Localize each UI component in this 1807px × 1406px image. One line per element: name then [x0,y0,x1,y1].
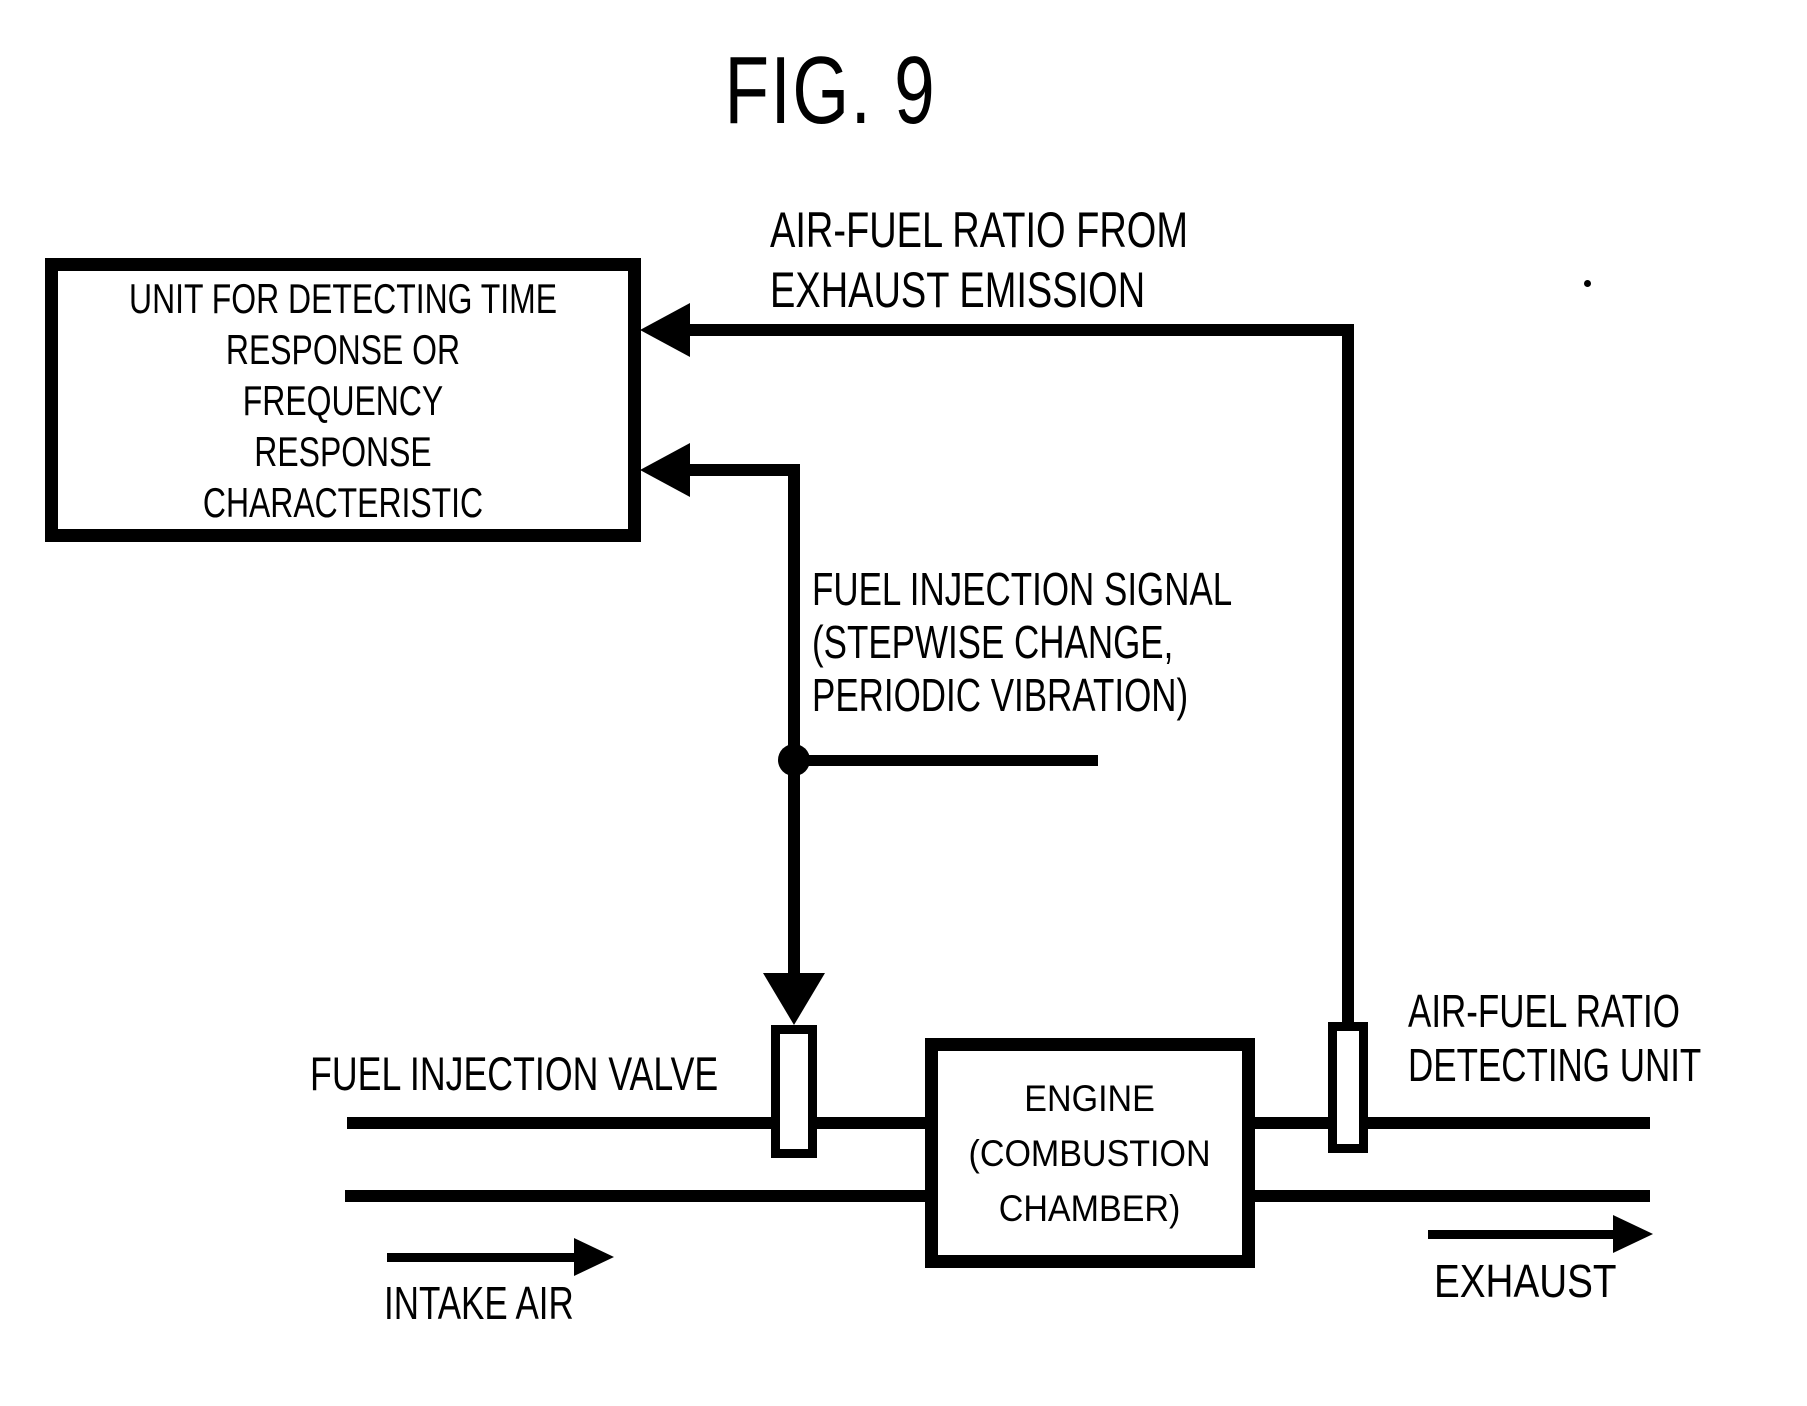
exhaust-arrowhead-icon [1613,1215,1653,1253]
engine-box-text: ENGINE (COMBUSTION CHAMBER) [969,1071,1211,1236]
label-fuel-injection-signal-line1: FUEL INJECTION SIGNAL [812,563,1233,615]
arrowhead-into-unit-top-icon [640,303,690,357]
engine-box-line3: CHAMBER) [999,1187,1181,1229]
arrowhead-into-unit-bottom-icon [640,443,690,497]
label-fuel-injection-valve: FUEL INJECTION VALVE [310,1047,719,1100]
label-air-fuel-ratio-from-line1: AIR-FUEL RATIO FROM [770,202,1188,258]
intake-pipe-segment-2 [817,1117,925,1129]
injection-signal-line-horizontal [685,464,800,476]
intake-pipe-segment-1 [347,1117,771,1129]
engine-box-line2: (COMBUSTION [968,1132,1212,1174]
speck-dot [1584,280,1591,287]
detecting-unit-box-line1: UNIT FOR DETECTING TIME [129,274,557,322]
air-fuel-sensor-symbol [1328,1022,1368,1153]
detecting-unit-box: UNIT FOR DETECTING TIME RESPONSE OR FREQ… [45,258,641,542]
engine-box: ENGINE (COMBUSTION CHAMBER) [925,1038,1255,1268]
fuel-injection-valve-symbol [771,1025,817,1158]
detecting-unit-box-line2: RESPONSE OR FREQUENCY [225,325,461,424]
figure-title: FIG. 9 [540,36,1120,146]
exhaust-arrow-shaft [1428,1230,1614,1239]
exhaust-pipe-segment-1 [1253,1117,1328,1129]
label-fuel-injection-signal-line3: PERIODIC VIBRATION) [812,669,1189,721]
engine-box-line1: ENGINE [1024,1077,1156,1119]
figure-title-text: FIG. 9 [724,37,936,144]
label-air-fuel-ratio-from-line2: EXHAUST EMISSION [770,262,1146,318]
arrowhead-into-valve-icon [763,973,825,1025]
lower-pipe-segment-1 [345,1190,925,1202]
lower-pipe-segment-2 [1253,1190,1650,1202]
label-air-fuel-detecting-unit-line2: DETECTING UNIT [1408,1039,1702,1091]
detecting-unit-box-text: UNIT FOR DETECTING TIME RESPONSE OR FREQ… [126,273,559,528]
feedback-line-vertical [1342,324,1354,1022]
label-fuel-injection-signal-line2: (STEPWISE CHANGE, [812,616,1174,668]
label-air-fuel-detecting-unit: AIR-FUEL RATIO DETECTING UNIT [1408,984,1794,1092]
exhaust-pipe-segment-2 [1368,1117,1650,1129]
feedback-line-horizontal [685,324,1354,336]
intake-air-arrowhead-icon [574,1238,614,1276]
label-exhaust: EXHAUST [1434,1255,1617,1307]
detecting-unit-box-line3: RESPONSE CHARACTERISTIC [202,427,484,526]
branch-stub-line [794,755,1098,766]
injection-signal-line-vertical [788,464,800,974]
label-air-fuel-ratio-from: AIR-FUEL RATIO FROM EXHAUST EMISSION [770,200,1320,320]
intake-air-arrow-shaft [387,1253,575,1262]
label-air-fuel-detecting-unit-line1: AIR-FUEL RATIO [1408,985,1680,1037]
label-fuel-injection-signal: FUEL INJECTION SIGNAL (STEPWISE CHANGE, … [812,563,1365,722]
label-intake-air: INTAKE AIR [384,1277,574,1329]
